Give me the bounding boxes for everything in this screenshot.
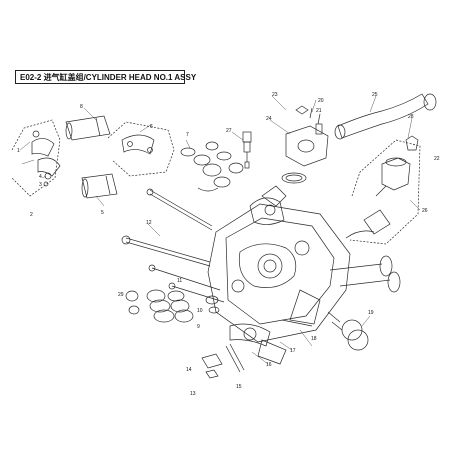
diagram-title: E02-2 进气缸盖组/CYLINDER HEAD NO.1 ASSY	[15, 70, 196, 84]
callout-24: 24	[266, 116, 272, 122]
callout-8: 8	[80, 104, 83, 110]
valve-spring-stack-top	[180, 141, 244, 192]
valve-spring-stack-lower	[125, 289, 220, 323]
callout-23: 23	[272, 92, 278, 98]
callout-1: 1	[17, 148, 20, 154]
callout-21: 21	[316, 108, 322, 114]
callout-4: 4	[39, 174, 42, 180]
callout-18: 18	[311, 336, 317, 342]
callout-5: 5	[101, 210, 104, 216]
thermostat-housing	[281, 105, 329, 184]
callout-7: 7	[186, 132, 189, 138]
callout-numbers: 1 2 3 4 5 6 7 8 9 10 11 12 13 14 15 16 1…	[17, 92, 440, 397]
intake-manifold-gasket	[201, 323, 287, 379]
callout-17: 17	[290, 348, 296, 354]
exhaust-component-group	[345, 135, 421, 245]
callout-27: 27	[226, 128, 232, 134]
callout-10: 10	[197, 308, 203, 314]
callout-11: 11	[177, 278, 182, 284]
callout-2: 2	[30, 212, 33, 218]
cylinder-head-body	[207, 185, 351, 343]
leader-lines	[19, 95, 421, 365]
callout-29: 29	[118, 292, 124, 298]
callout-13: 13	[190, 391, 196, 397]
callout-28: 28	[408, 114, 414, 120]
temperature-sensor	[242, 131, 252, 169]
callout-20: 20	[318, 98, 324, 104]
cylinder-head-studs	[121, 188, 225, 303]
callout-22: 22	[434, 156, 440, 162]
coolant-hose	[334, 93, 437, 140]
rocker-shaft-lower	[81, 173, 118, 199]
intake-exhaust-valves	[327, 255, 401, 351]
callout-26: 26	[422, 208, 428, 214]
callout-3: 3	[39, 182, 42, 188]
callout-6: 6	[150, 124, 153, 130]
rocker-arm-group	[11, 119, 61, 197]
rocker-bracket-group	[107, 121, 175, 177]
callout-15: 15	[236, 384, 242, 390]
callout-14: 14	[186, 367, 192, 373]
callout-12: 12	[146, 220, 152, 226]
callout-16: 16	[266, 362, 272, 368]
callout-25: 25	[372, 92, 378, 98]
callout-19: 19	[368, 310, 374, 316]
rocker-shaft	[65, 115, 111, 141]
callout-9: 9	[197, 324, 200, 330]
